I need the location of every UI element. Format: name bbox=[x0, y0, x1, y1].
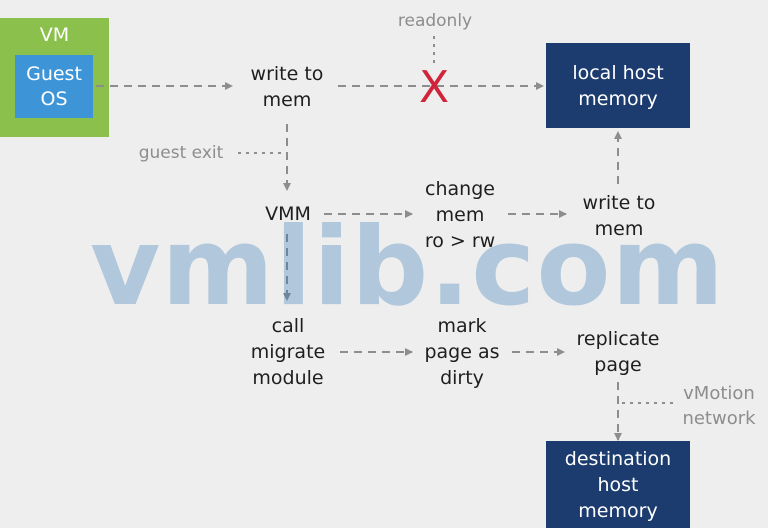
change-mem-node: change mem ro > rw bbox=[424, 178, 496, 252]
replicate-page-node: replicate page bbox=[576, 328, 660, 376]
guest-os-label: Guest OS bbox=[26, 62, 82, 110]
blocked-x-icon: X bbox=[419, 62, 450, 113]
mark-page-node: mark page as dirty bbox=[424, 315, 500, 389]
destination-host-memory-box: destination host memory bbox=[546, 441, 690, 528]
guest-os-box: Guest OS bbox=[15, 55, 93, 118]
guest-exit-label: guest exit bbox=[138, 143, 224, 163]
write-to-mem-right: write to mem bbox=[582, 192, 656, 240]
call-migrate-node: call migrate module bbox=[250, 315, 326, 389]
destination-host-memory-label: destination host memory bbox=[564, 447, 672, 522]
vmotion-network-label: vMotion network bbox=[682, 383, 756, 429]
watermark-text: vmlib.com bbox=[90, 205, 726, 330]
vmm-node: VMM bbox=[265, 203, 311, 225]
local-host-memory-box: local host memory bbox=[546, 43, 690, 128]
vm-label: VM bbox=[39, 24, 70, 46]
local-host-memory-label: local host memory bbox=[572, 61, 664, 110]
readonly-label: readonly bbox=[397, 11, 473, 31]
write-to-mem-top: write to mem bbox=[250, 63, 324, 111]
